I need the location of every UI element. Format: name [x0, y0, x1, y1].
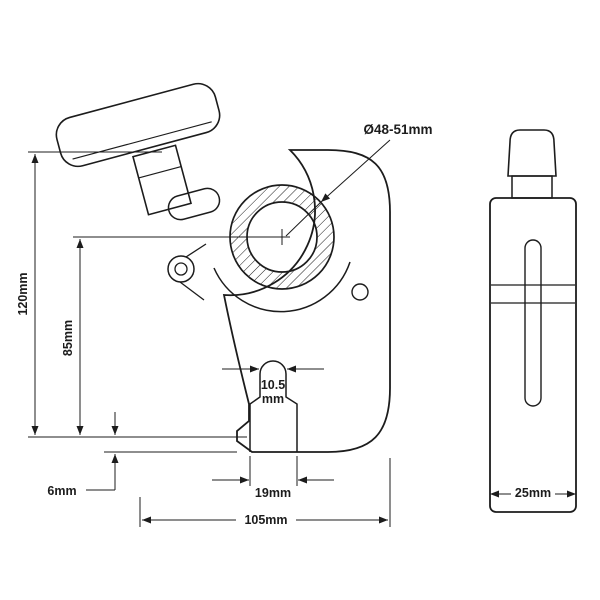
label-center-height: 85mm [61, 320, 75, 356]
leader-diameter-tail [285, 201, 322, 237]
label-slot-width-upper-value: 10.5 [261, 378, 285, 392]
label-overall-height: 120mm [16, 272, 30, 315]
side-slot [524, 239, 542, 407]
clamp-body-outline [222, 149, 391, 453]
bolt-hole [351, 283, 369, 301]
label-bg-25 [511, 485, 555, 501]
side-stem [511, 175, 553, 199]
hatched-ring [230, 185, 334, 289]
label-bore-diameter: Ø48-51mm [363, 122, 432, 137]
hinge-lug-line-top [185, 243, 207, 258]
label-overall-width: 105mm [244, 513, 287, 527]
side-knob [507, 129, 557, 177]
clamp-side-view [489, 129, 577, 513]
clamp-front-view [55, 82, 391, 453]
clamp-stem-cap [167, 187, 221, 221]
side-body [489, 197, 577, 513]
label-slot-width-lower: 19mm [255, 486, 291, 500]
hinge-pin-inner [174, 262, 188, 276]
label-foot-thickness: 6mm [47, 484, 76, 498]
hinge-lug-line-bottom [179, 281, 205, 301]
label-bg-105 [236, 510, 296, 528]
hook-slot [249, 360, 298, 452]
label-overall-depth: 25mm [515, 486, 551, 500]
clamp-stem [132, 144, 192, 216]
clamp-knob [55, 82, 221, 168]
hinge-pin-outer [167, 255, 195, 283]
label-slot-width-upper-unit: mm [262, 392, 284, 406]
leader-diameter [320, 139, 391, 203]
collar-arc [213, 261, 351, 313]
